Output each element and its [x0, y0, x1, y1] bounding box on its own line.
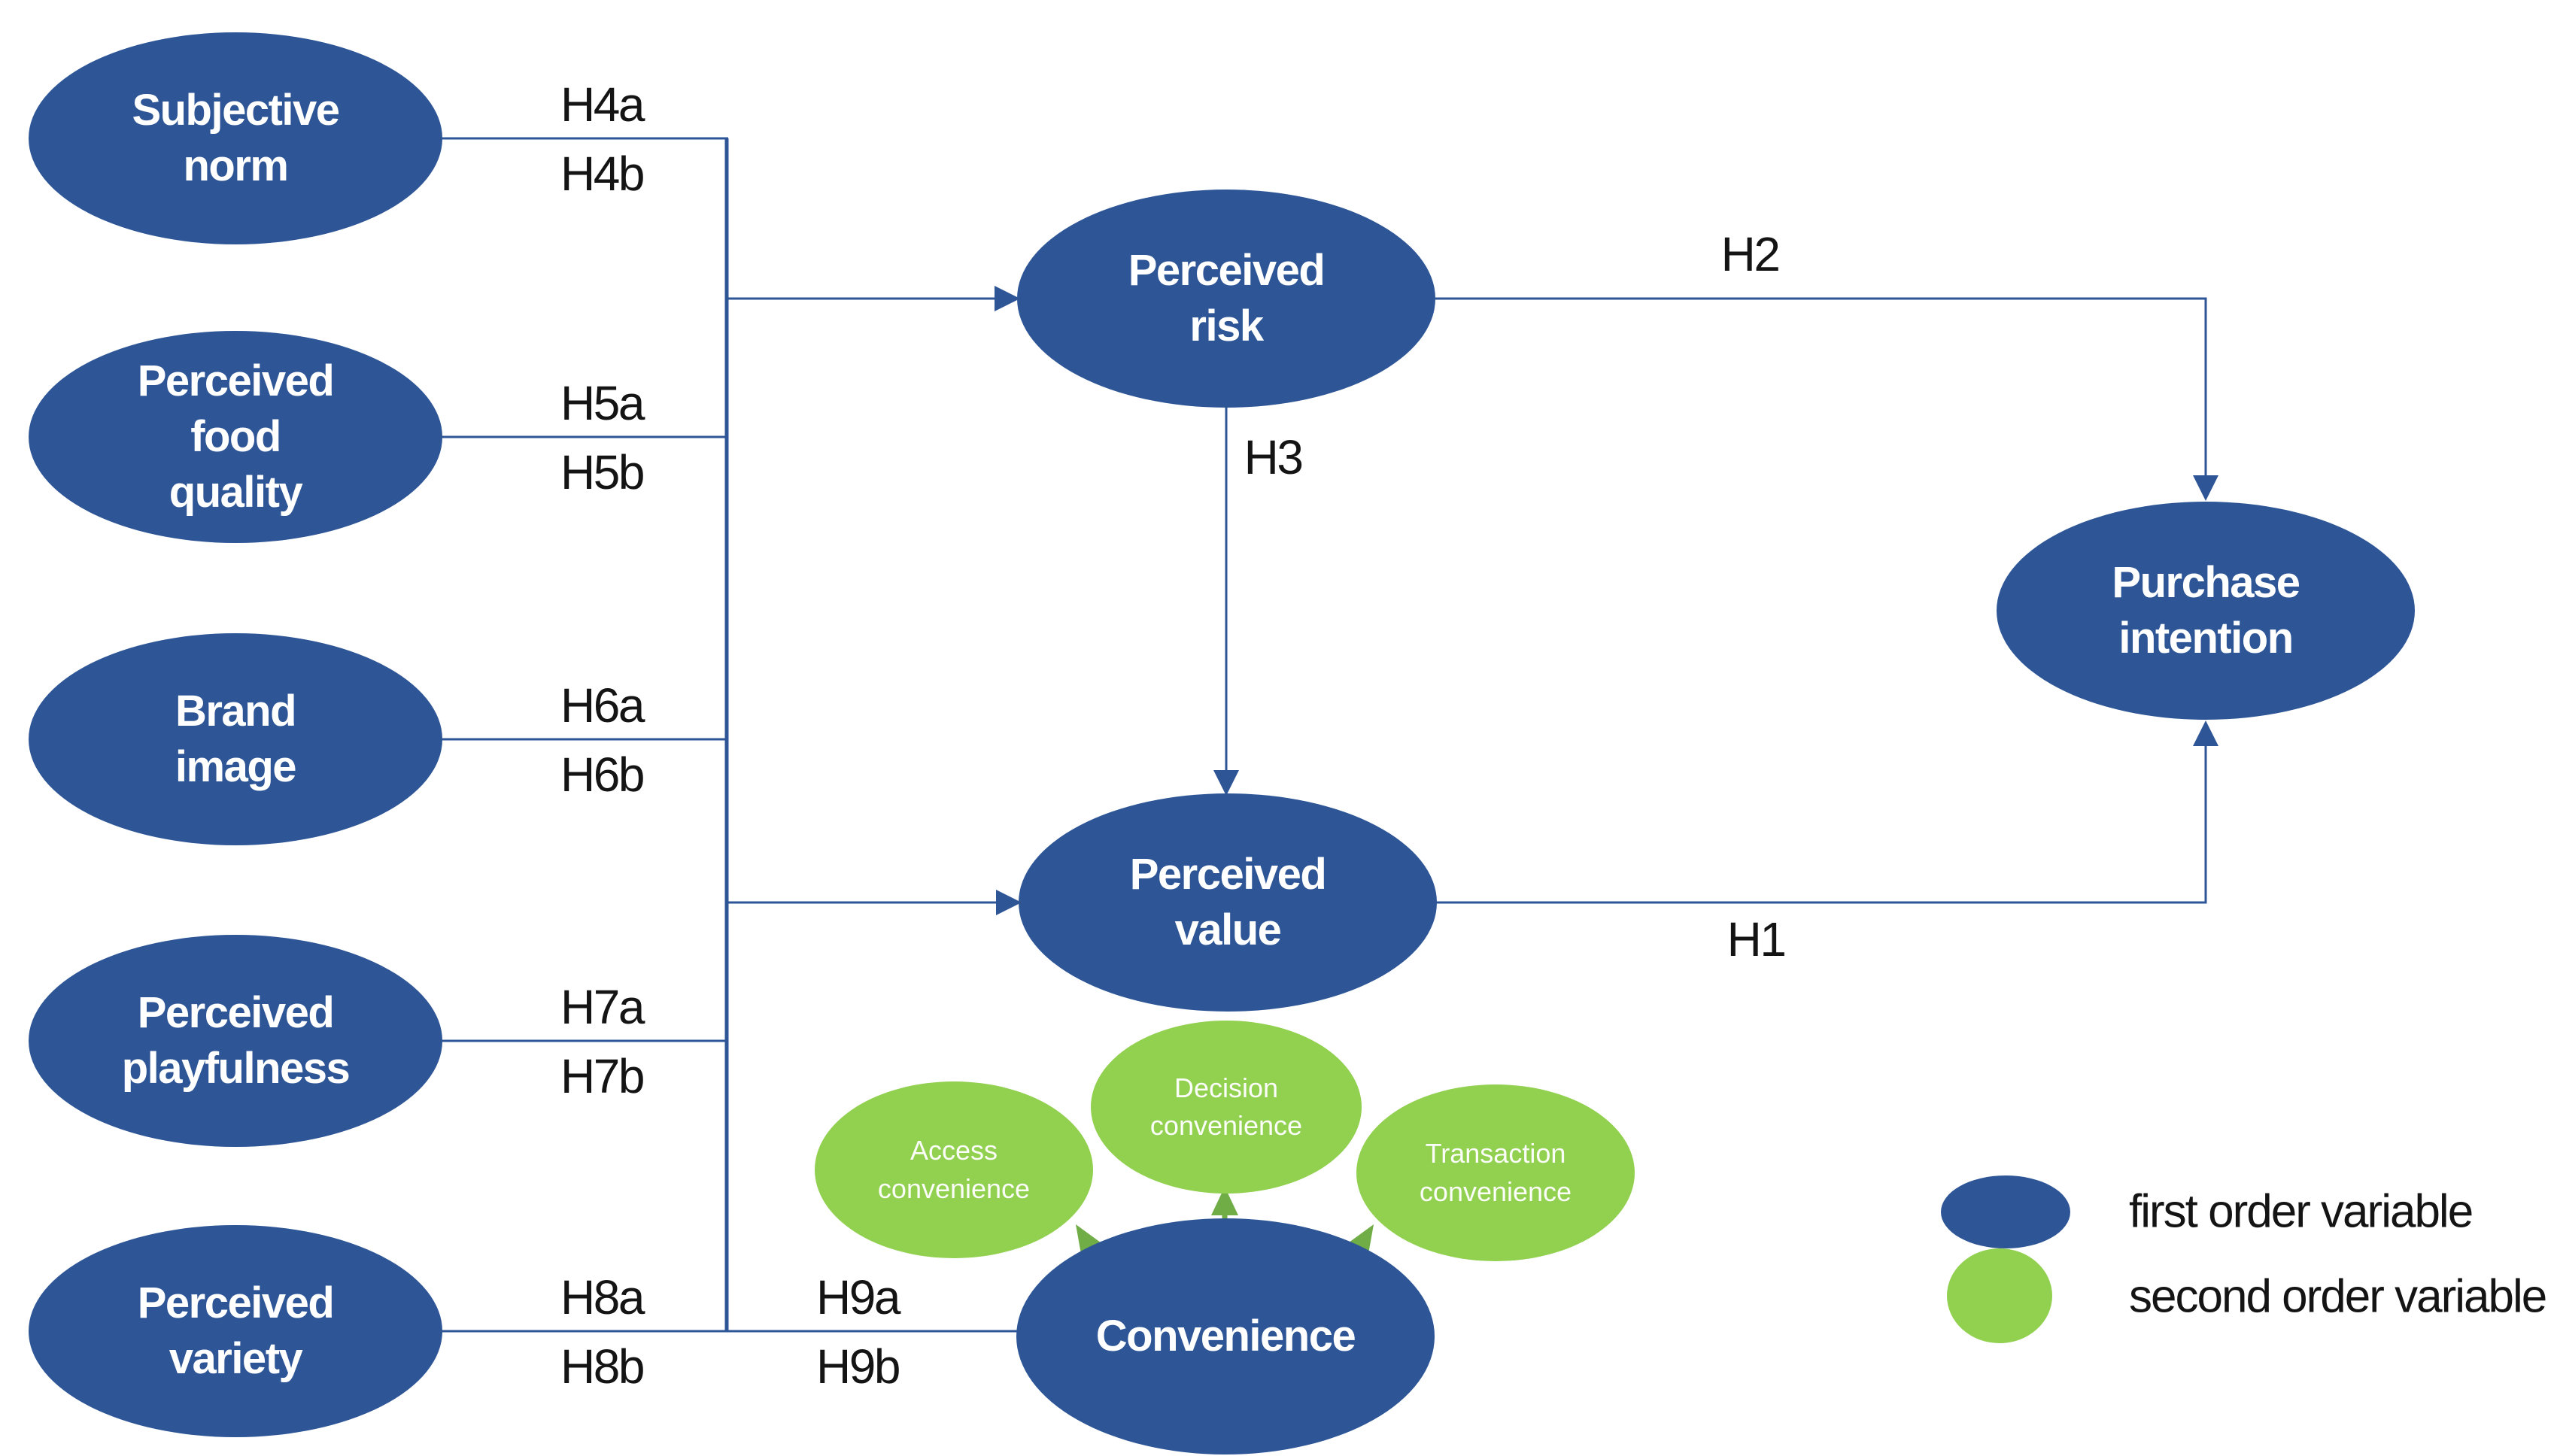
node-subjective-norm: Subjective norm: [29, 32, 442, 244]
value-in-arrowhead-icon: [996, 890, 1022, 915]
node-access-convenience-label: Access convenience: [877, 1135, 1031, 1204]
node-perceived-food-quality-label: Perceived food quality: [137, 356, 335, 517]
node-decision-convenience-label: Decision convenience: [1149, 1072, 1303, 1141]
node-perceived-variety: Perceived variety: [29, 1225, 442, 1437]
h1-line: [1435, 746, 2207, 904]
node-perceived-value-label: Perceived value: [1129, 849, 1327, 954]
node-transaction-convenience: Transaction convenience: [1356, 1084, 1635, 1261]
convenience-decision-arrowhead-icon: [1211, 1187, 1238, 1215]
hypothesis-label-h6a: H6a: [560, 678, 645, 733]
node-convenience-label: Convenience: [1095, 1311, 1356, 1360]
hypothesis-label-h2: H2: [1720, 227, 1781, 281]
node-perceived-risk: Perceived risk: [1017, 190, 1435, 408]
node-convenience: Convenience: [1016, 1218, 1435, 1454]
node-brand-image: Brand image: [29, 633, 442, 845]
hypothesis-label-h7a: H7a: [560, 980, 645, 1034]
hypothesis-label-h4a: H4a: [560, 77, 645, 132]
node-perceived-playfulness: Perceived playfulness: [29, 935, 442, 1147]
hypothesis-label-h8a: H8a: [560, 1270, 645, 1324]
node-transaction-convenience-label: Transaction convenience: [1419, 1138, 1572, 1207]
hypothesis-label-h9b: H9b: [816, 1339, 900, 1394]
node-purchase-intention: Purchase intention: [1997, 502, 2415, 720]
hypothesis-label-h6b: H6b: [560, 748, 645, 802]
node-perceived-risk-label: Perceived risk: [1128, 245, 1326, 350]
h2-line: [1435, 297, 2207, 475]
node-decision-convenience: Decision convenience: [1091, 1021, 1362, 1194]
legend-second-order-label: second order variable: [2129, 1270, 2547, 1323]
node-perceived-value: Perceived value: [1019, 793, 1437, 1012]
legend-first-order-label: first order variable: [2129, 1185, 2474, 1238]
node-perceived-food-quality: Perceived food quality: [29, 331, 442, 543]
legend-second-order-swatch: [1947, 1248, 2052, 1343]
hypothesis-label-h3: H3: [1244, 430, 1304, 484]
hypothesis-label-h5b: H5b: [560, 445, 645, 499]
node-perceived-playfulness-label: Perceived playfulness: [121, 987, 351, 1093]
node-subjective-norm-label: Subjective norm: [132, 85, 340, 190]
node-brand-image-label: Brand image: [175, 686, 297, 791]
h2-arrowhead-icon: [2193, 475, 2218, 501]
node-perceived-variety-label: Perceived variety: [137, 1278, 335, 1383]
node-access-convenience: Access convenience: [815, 1081, 1093, 1258]
h1-arrowhead-icon: [2193, 720, 2218, 746]
hypothesis-label-h7b: H7b: [560, 1049, 645, 1103]
node-purchase-intention-label: Purchase intention: [2112, 557, 2300, 663]
hypothesis-label-h5a: H5a: [560, 376, 645, 430]
hypothesis-label-h4b: H4b: [560, 147, 645, 201]
h3-arrowhead-icon: [1213, 770, 1239, 796]
hypothesis-label-h9a: H9a: [816, 1270, 900, 1324]
hypothesis-label-h8b: H8b: [560, 1339, 645, 1394]
risk-in-arrowhead-icon: [995, 286, 1020, 311]
hypothesis-label-h1: H1: [1726, 912, 1787, 966]
legend-first-order-swatch: [1941, 1175, 2070, 1248]
